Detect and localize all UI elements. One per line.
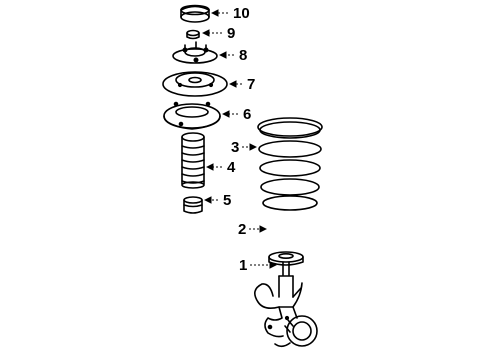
callout-1: 1 xyxy=(239,257,247,274)
part-6-upper-spring-seat xyxy=(163,101,221,130)
callout-10: 10 xyxy=(233,5,250,22)
callout-7: 7 xyxy=(247,76,255,93)
callout-labels: 10 9 8 7 6 3 4 5 2 1 xyxy=(223,5,255,274)
callout-2: 2 xyxy=(238,221,246,238)
part-1-strut-assembly xyxy=(254,261,318,348)
leader-lines xyxy=(202,9,277,269)
callout-4: 4 xyxy=(227,159,236,176)
part-10-upper-mount-cap xyxy=(180,4,210,23)
part-7-bearing-plate xyxy=(162,71,228,97)
callout-8: 8 xyxy=(239,47,247,64)
part-8-strut-mount xyxy=(172,41,218,64)
part-3-coil-spring xyxy=(257,117,323,211)
part-9-nut xyxy=(186,29,200,40)
part-4-dust-boot xyxy=(181,132,205,189)
callout-6: 6 xyxy=(243,106,251,123)
part-5-bump-stop xyxy=(183,196,203,214)
callout-5: 5 xyxy=(223,192,231,209)
callout-9: 9 xyxy=(227,25,235,42)
part-2-lower-spring-seat xyxy=(268,251,304,266)
callout-3: 3 xyxy=(231,139,239,156)
